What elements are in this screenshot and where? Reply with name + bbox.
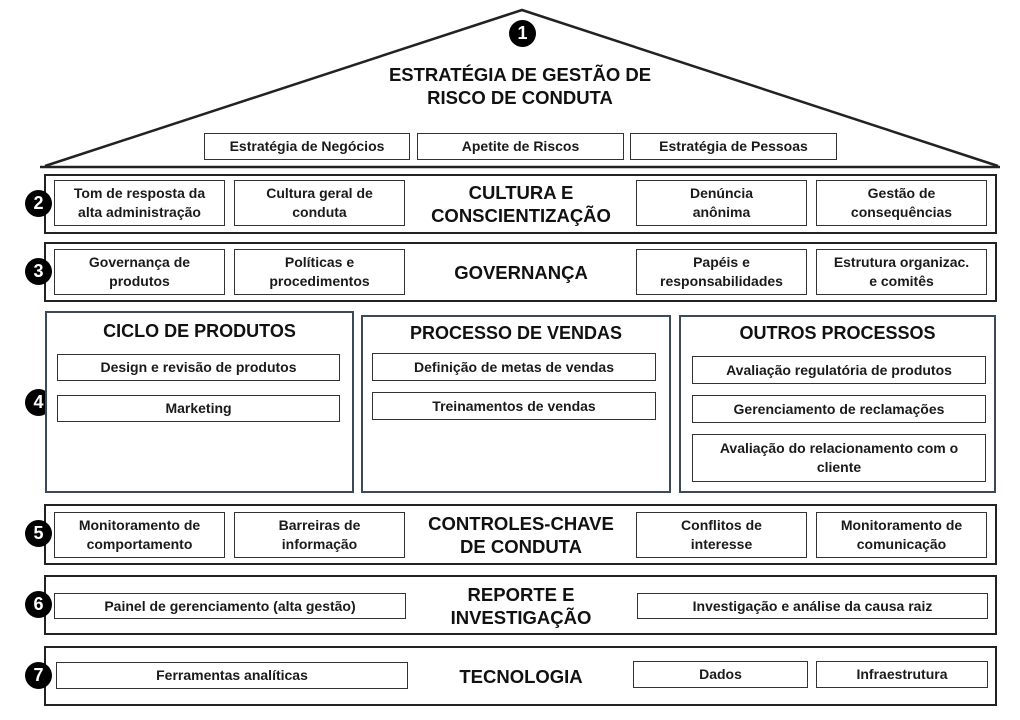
technology-item-infrastructure: Infraestrutura — [816, 661, 988, 688]
process-item: Avaliação do relacionamento com o client… — [692, 434, 986, 482]
step-3-badge: 3 — [25, 258, 52, 285]
process-item: Gerenciamento de reclamações — [692, 395, 986, 423]
roof-outline — [40, 8, 1000, 169]
governance-item-structure: Estrutura organizac.e comitês — [816, 249, 987, 295]
process-column-products-title: CICLO DE PRODUTOS — [103, 321, 296, 341]
process-column-other: OUTROS PROCESSOS Avaliação regulatória d… — [679, 315, 996, 493]
strategy-item-risk-appetite: Apetite de Riscos — [417, 133, 624, 160]
process-item: Definição de metas de vendas — [372, 353, 656, 381]
process-item: Marketing — [57, 395, 340, 422]
step-5-badge: 5 — [25, 520, 52, 547]
process-column-other-title: OUTROS PROCESSOS — [739, 323, 936, 343]
technology-title: TECNOLOGIA — [459, 665, 583, 687]
step-1-badge: 1 — [509, 20, 536, 47]
process-column-sales-title: PROCESSO DE VENDAS — [409, 323, 623, 343]
reporting-item-root-cause: Investigação e análise da causa raiz — [637, 593, 988, 619]
step-6-badge: 6 — [25, 591, 52, 618]
process-item: Treinamentos de vendas — [372, 392, 656, 420]
step-2-badge: 2 — [25, 190, 52, 217]
reporting-item-dashboard: Painel de gerenciamento (alta gestão) — [54, 593, 406, 619]
step-7-badge: 7 — [25, 662, 52, 689]
strategy-item-people: Estratégia de Pessoas — [630, 133, 837, 160]
process-column-sales: PROCESSO DE VENDAS Definição de metas de… — [361, 315, 671, 493]
strategy-item-business: Estratégia de Negócios — [204, 133, 410, 160]
technology-item-data: Dados — [633, 661, 808, 688]
process-column-products: CICLO DE PRODUTOS Design e revisão de pr… — [45, 311, 354, 493]
technology-item-analytics: Ferramentas analíticas — [56, 662, 408, 689]
process-item: Design e revisão de produtos — [57, 354, 340, 381]
governance-title: GOVERNANÇA — [454, 261, 588, 283]
process-item: Avaliação regulatória de produtos — [692, 356, 986, 384]
